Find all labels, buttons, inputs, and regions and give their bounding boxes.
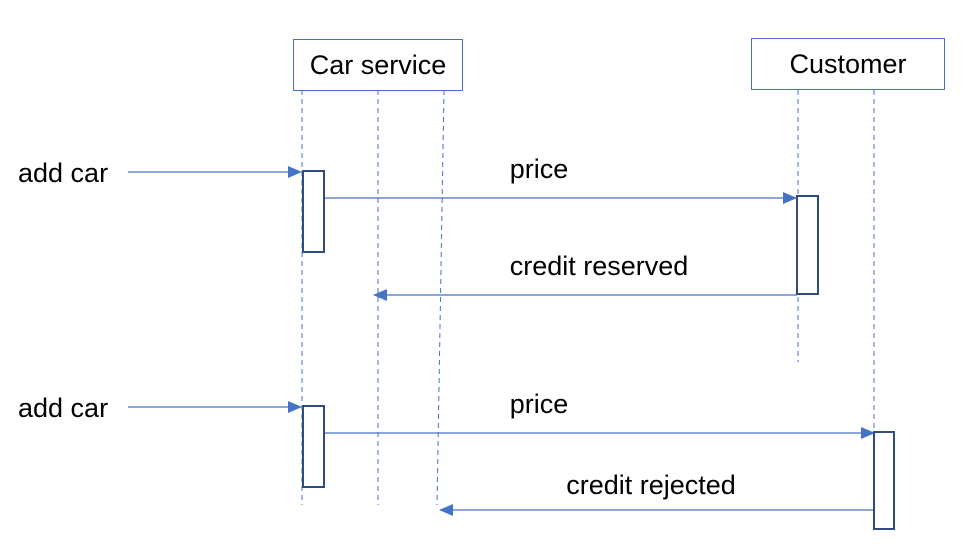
message-label-price-2: price bbox=[509, 389, 569, 419]
message-label-add-car-1: add car bbox=[18, 158, 109, 188]
participant-customer: Customer bbox=[751, 38, 945, 90]
message-label-credit-rejected: credit rejected bbox=[566, 470, 736, 500]
activation-customer-1 bbox=[796, 195, 819, 295]
lifeline-car-service-3 bbox=[436, 89, 445, 506]
activation-car-service-1 bbox=[302, 170, 325, 253]
participant-car-service: Car service bbox=[293, 39, 463, 91]
message-label-price-1: price bbox=[509, 154, 569, 184]
message-label-credit-reserved: credit reserved bbox=[509, 251, 689, 281]
participant-car-service-label: Car service bbox=[309, 49, 447, 80]
activation-customer-2 bbox=[873, 431, 895, 530]
message-label-add-car-2: add car bbox=[18, 393, 109, 423]
activation-car-service-2 bbox=[302, 405, 325, 488]
participant-customer-label: Customer bbox=[789, 48, 907, 79]
